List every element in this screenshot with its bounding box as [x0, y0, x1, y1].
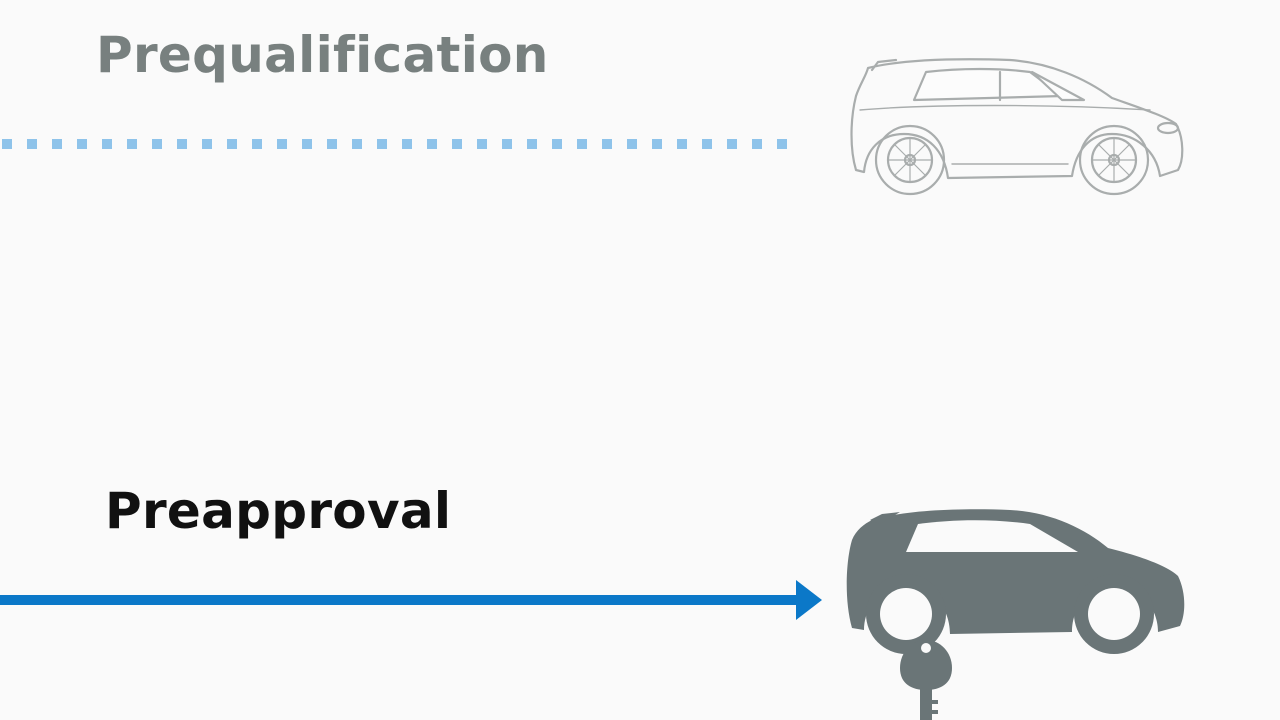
- prequalification-title: Prequalification: [96, 26, 549, 84]
- car-solid-icon: [846, 509, 1185, 654]
- preapproval-arrow: [0, 580, 822, 620]
- arrow-head-icon: [796, 580, 822, 620]
- preapproval-title: Preapproval: [105, 482, 452, 540]
- car-outline-icon: [850, 58, 1184, 196]
- key-icon: [900, 640, 952, 720]
